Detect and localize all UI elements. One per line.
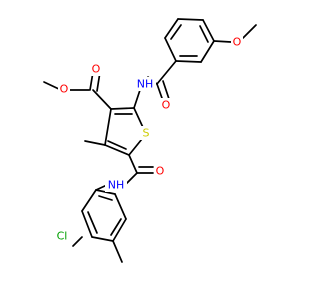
atom-s-thiophene: S	[143, 127, 150, 140]
atom-nh-top: NH	[137, 78, 154, 91]
bond-benzoyl-c-ring	[156, 60, 177, 85]
bond-benzene-methoxy-o	[213, 40, 232, 43]
bond-layer	[43, 18, 257, 263]
atom-o-ester-carbonyl: O	[92, 63, 101, 76]
bond-benzene-cl	[72, 236, 83, 247]
atom-o-benzoyl: O	[162, 99, 171, 112]
bond-thiophene-c3-c2	[110, 107, 135, 110]
atom-o-ester-ether: O	[60, 83, 69, 96]
bond-methoxy-o-ch3	[242, 24, 257, 39]
bond-benzene-top-5	[200, 40, 215, 63]
bond-benzoyl-c-o-double	[162, 80, 170, 100]
bond-benzene-top-1	[164, 37, 177, 62]
bond-thiophene-c5-c4-double	[107, 140, 127, 150]
bond-c2-nh	[133, 89, 141, 109]
bond-ester-carbonyl-to-ring	[92, 89, 112, 110]
atom-o-carboxamide: O	[156, 165, 165, 178]
atom-o-methoxy: O	[233, 36, 242, 49]
bond-benzene-top-4	[202, 19, 215, 42]
bond-ring-methyl	[84, 140, 106, 146]
bond-benzene-bottom-4-double	[110, 218, 122, 236]
atom-label-layer: O O NH O O S O NH Cl	[53, 35, 243, 243]
molecule-structure: O O NH O O S O NH Cl	[43, 18, 257, 263]
bond-benzene-top-2-double	[170, 24, 182, 40]
bond-thiophene-c5-c4	[104, 144, 130, 156]
bond-benzene-top-4-double	[199, 25, 209, 43]
bond-thiophene-c4-c3	[104, 108, 112, 146]
bond-benzene-bottom-6-double	[98, 195, 113, 201]
atom-nh-bottom: NH	[108, 179, 125, 192]
bond-benzene-bottom-2	[81, 210, 93, 238]
bond-benzene-bottom-2-double	[87, 211, 98, 234]
bond-benzene-bottom-1	[81, 189, 97, 212]
bond-c5-carboxamide-c	[128, 154, 138, 174]
bond-benzene-bottom-5	[114, 193, 127, 220]
bond-benzene-bottom-3	[91, 236, 114, 242]
bond-benzene-top-6	[175, 60, 202, 63]
bond-benzene-top-3	[177, 18, 204, 21]
bond-benzene-top-2	[164, 18, 179, 39]
molecule-canvas: O O NH O O S O NH Cl	[43, 18, 257, 263]
bond-benzene-methyl	[112, 240, 123, 263]
atom-cl: Cl	[57, 230, 68, 243]
bond-benzene-bottom-4	[112, 218, 127, 242]
